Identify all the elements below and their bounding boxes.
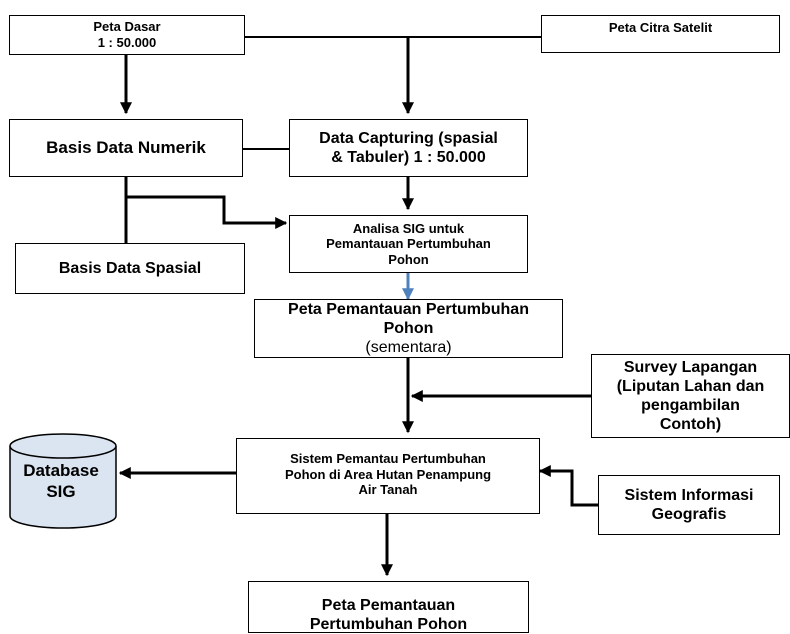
node-basis-data-numerik[interactable]: Basis Data Numerik [9, 119, 243, 177]
node-text: Basis Data Numerik [46, 137, 206, 157]
arrow-sig-to-sistem [538, 465, 598, 507]
node-text: Contoh) [659, 416, 722, 434]
node-text: & Tabuler) 1 : 50.000 [331, 149, 486, 166]
node-text: Sistem Informasi [624, 486, 754, 504]
node-text: 1 : 50.000 [97, 35, 157, 50]
node-sistem-pemantau[interactable]: Sistem Pemantau Pertumbuhan Pohon di Are… [236, 438, 540, 514]
node-text: Geografis [651, 506, 727, 523]
node-sistem-informasi-geografis[interactable]: Sistem Informasi Geografis [598, 475, 780, 535]
database-cylinder-icon [9, 433, 117, 529]
arrow-numerik-to-analisa [126, 195, 288, 229]
node-text: SIG [46, 482, 76, 502]
node-text: Basis Data Spasial [58, 259, 202, 277]
node-text: Peta Pemantauan Pertumbuhan [288, 300, 529, 318]
node-peta-pemantauan-final[interactable]: Peta Pemantauan Pertumbuhan Pohon [248, 581, 529, 633]
node-text: Pemantauan Pertumbuhan [326, 236, 491, 252]
node-survey-lapangan[interactable]: Survey Lapangan (Liputan Lahan dan penga… [591, 354, 790, 438]
connector-lines [118, 36, 598, 577]
node-text: Survey Lapangan [623, 358, 758, 376]
node-analisa-sig[interactable]: Analisa SIG untuk Pemantauan Pertumbuhan… [289, 215, 528, 273]
node-peta-pemantauan-sementara[interactable]: Peta Pemantauan Pertumbuhan Pohon (semen… [254, 299, 563, 358]
node-data-capturing[interactable]: Data Capturing (spasial & Tabuler) 1 : 5… [289, 119, 528, 177]
node-text: Pohon [383, 319, 434, 337]
node-text: Pohon [388, 251, 429, 267]
node-basis-data-spasial[interactable]: Basis Data Spasial [15, 243, 245, 294]
node-text: Peta Citra Satelit [608, 20, 713, 35]
node-text: Sistem Pemantau Pertumbuhan [290, 451, 486, 466]
node-text: Air Tanah [358, 482, 418, 498]
node-text: Pohon di Area Hutan Penampung [284, 466, 492, 482]
node-text: (sementara) [365, 339, 452, 357]
node-peta-citra[interactable]: Peta Citra Satelit [541, 15, 780, 53]
node-peta-dasar[interactable]: Peta Dasar 1 : 50.000 [9, 15, 245, 55]
node-text: Pertumbuhan Pohon [309, 616, 468, 634]
node-text: Analisa SIG untuk [352, 220, 465, 236]
node-text: Database [23, 461, 99, 480]
node-text: Peta Dasar [93, 19, 161, 35]
node-database-sig[interactable]: Database SIG [9, 460, 113, 503]
node-text: Data Capturing (spasial [319, 129, 498, 147]
node-text: (Liputan Lahan dan [616, 377, 765, 395]
node-text: pengambilan [641, 397, 740, 414]
node-text: Peta Pemantauan [321, 597, 456, 614]
